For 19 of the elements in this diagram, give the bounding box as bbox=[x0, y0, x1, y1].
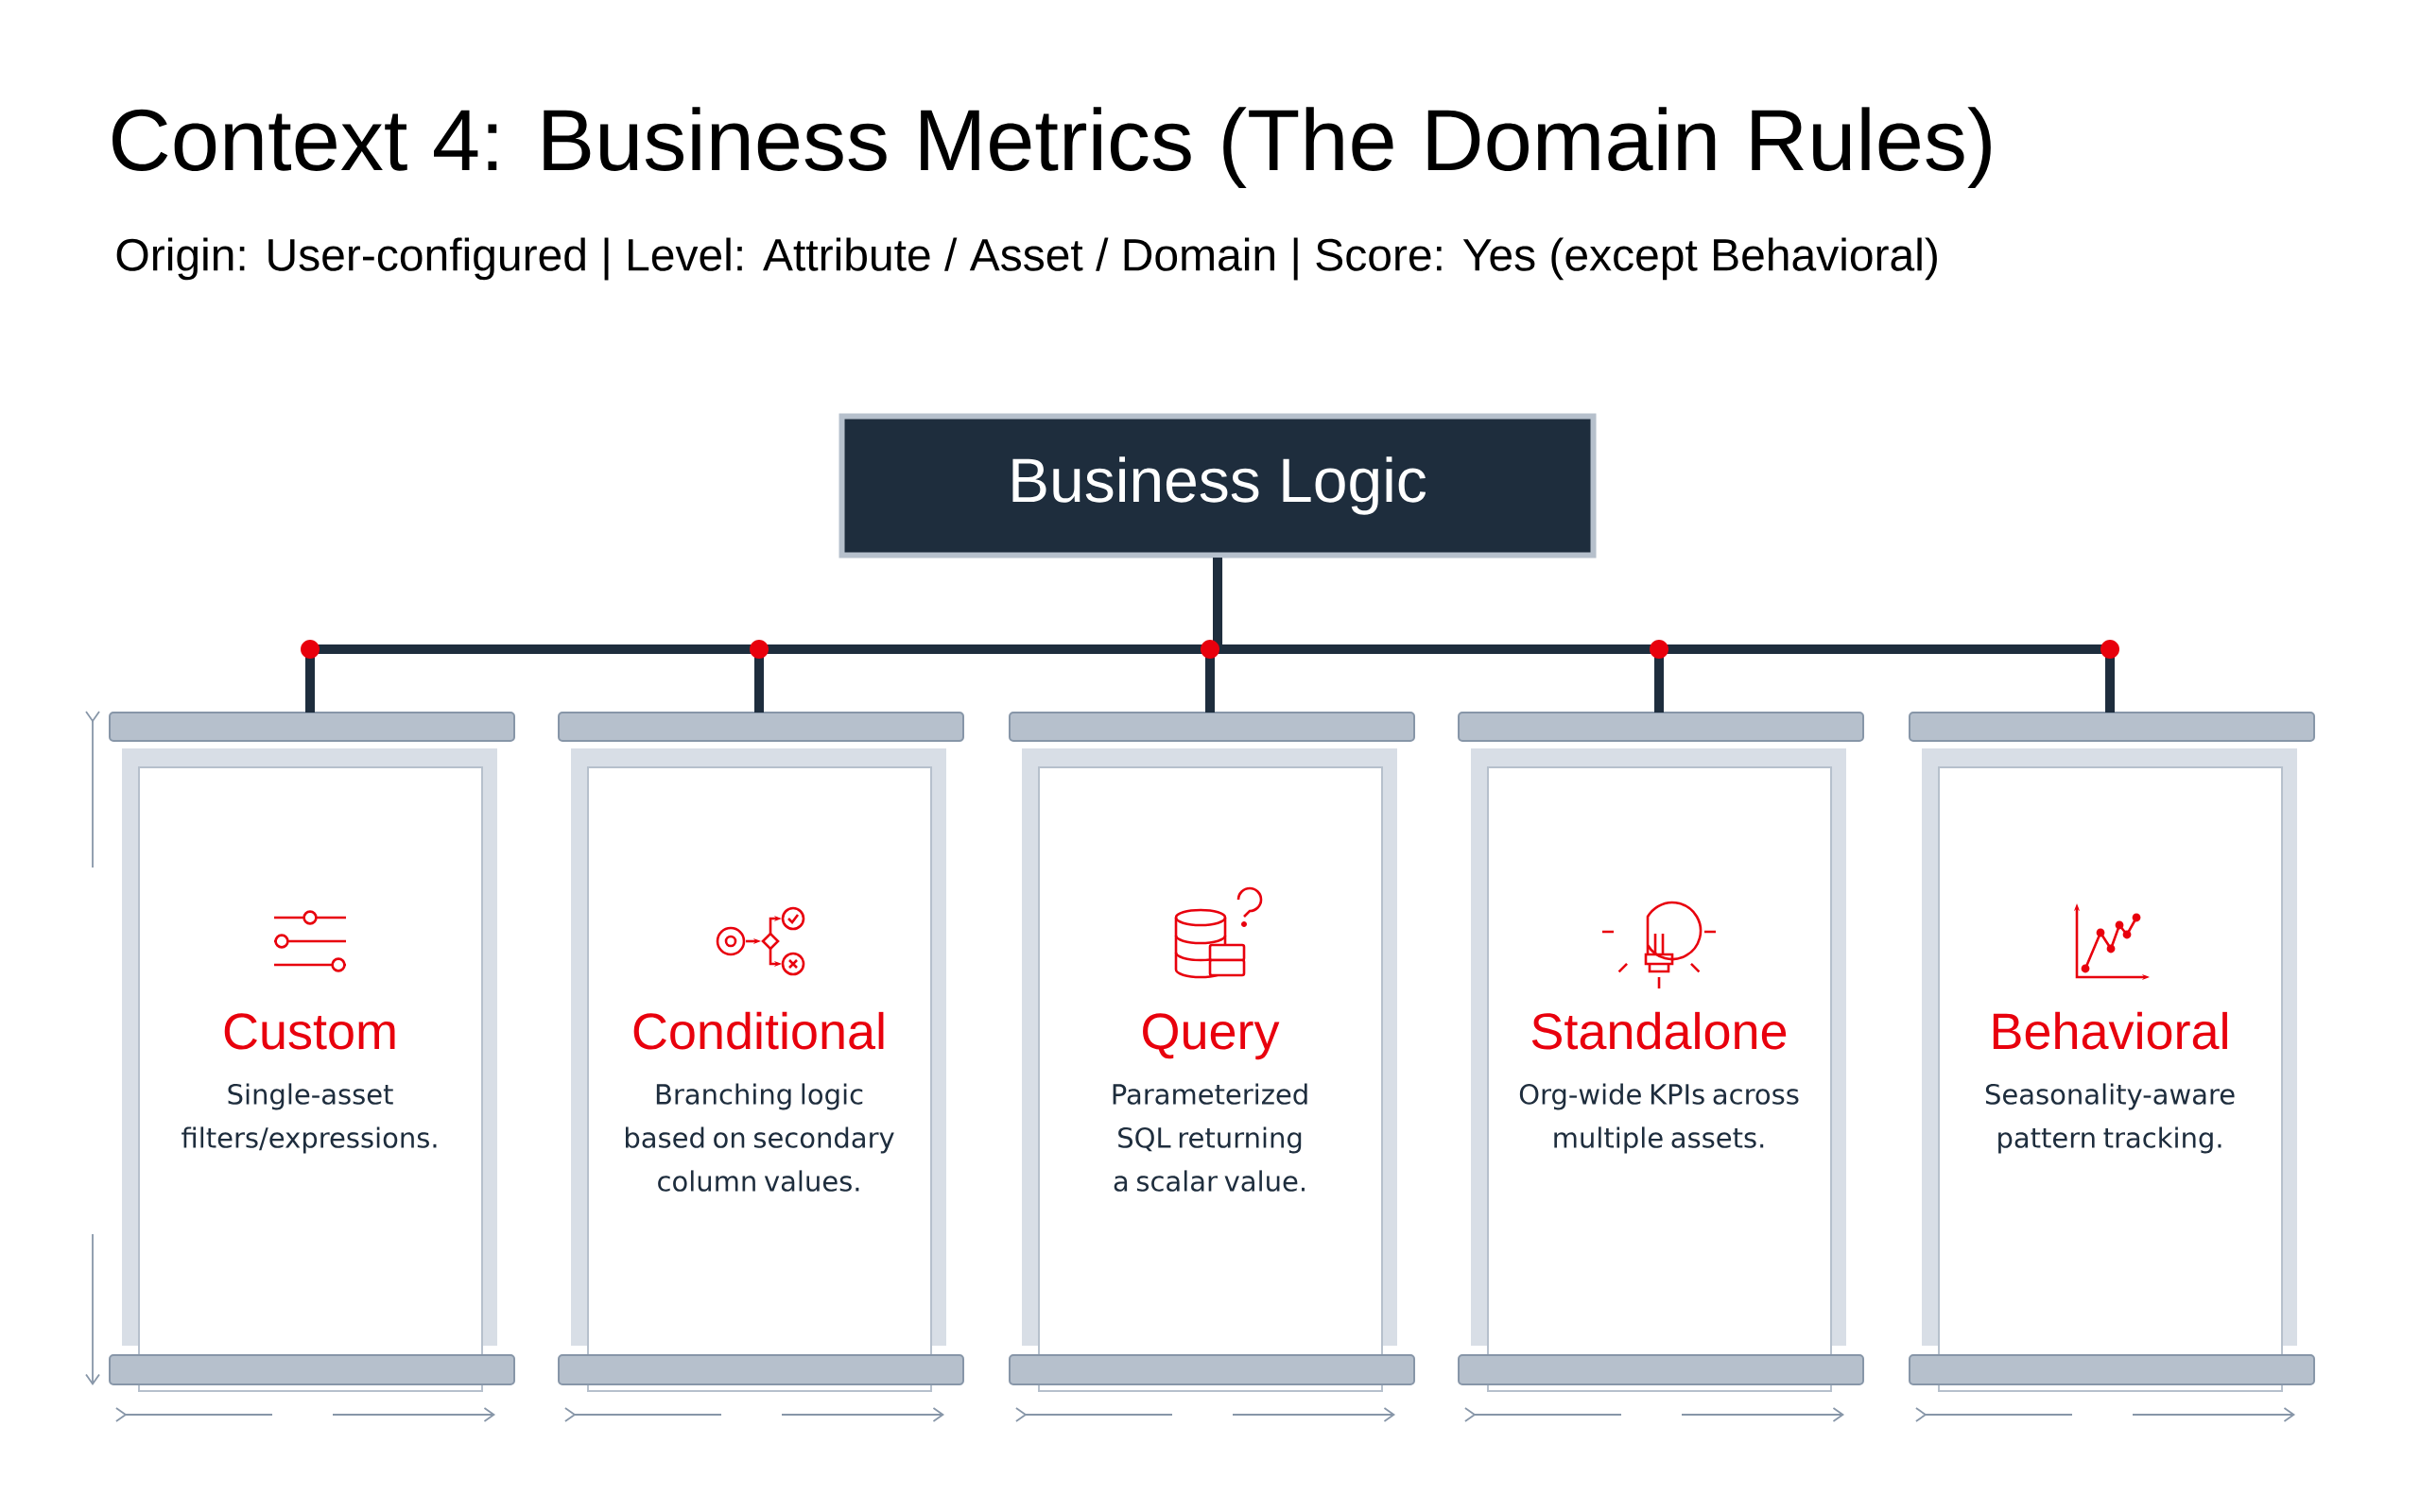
card-title: Custom bbox=[224, 1013, 395, 1050]
card-title: Standalone bbox=[1531, 1011, 1787, 1050]
card-title: Behavioral bbox=[1993, 1011, 2227, 1050]
card-description: Seasonality-aware pattern tracking. bbox=[1985, 1083, 2235, 1154]
card-description: Parameterized SQL returning a scalar value. bbox=[1113, 1083, 1307, 1192]
card-description: Branching logic based on secondary column values. bbox=[626, 1083, 894, 1192]
scroll-card bbox=[109, 712, 515, 1392]
connector bbox=[1213, 558, 2115, 713]
scroll-card bbox=[558, 712, 964, 1392]
subtitle: Origin: User-configured | Level: Attribute / Asset / Domain | Score: Yes (except Behavioral) bbox=[116, 237, 1937, 281]
card-description: Org-wide KPIs across multiple assets. bbox=[1519, 1083, 1799, 1154]
scroll-card bbox=[1009, 712, 1415, 1392]
card-title: Query bbox=[1143, 1013, 1280, 1060]
scroll-card bbox=[1909, 712, 2315, 1392]
scroll-card bbox=[1458, 712, 1864, 1392]
card-title: Conditional bbox=[633, 1011, 884, 1050]
title: Context 4: Business Metrics (The Domain Rules) bbox=[112, 107, 1991, 189]
card-description: Single-asset filters/expressions. bbox=[182, 1083, 437, 1154]
root-box: Business Logic bbox=[838, 413, 1597, 558]
